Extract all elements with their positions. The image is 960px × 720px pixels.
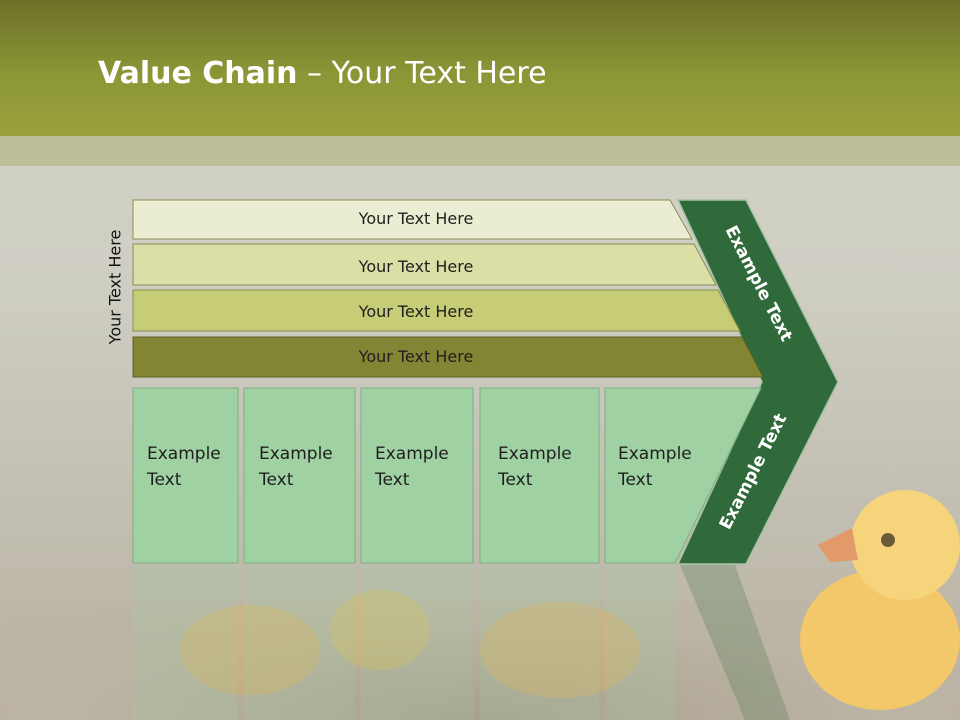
row-4-shape (132, 336, 764, 378)
column-2-line2: Text (258, 470, 294, 490)
title-rest: – Your Text Here (297, 56, 547, 91)
column-1-line2: Text (146, 470, 182, 490)
column-4-line2: Text (497, 470, 533, 490)
value-chevron (676, 199, 839, 565)
row-2-label: Your Text Here (358, 257, 474, 276)
duck-reflection (480, 602, 640, 698)
row-4-label: Your Text Here (358, 347, 474, 366)
duck-reflection (330, 590, 430, 670)
row-1-label: Your Text Here (358, 209, 474, 228)
column-5-shape (604, 387, 762, 564)
column-4-shape (479, 387, 600, 564)
column-4-line1: Example (498, 444, 572, 464)
column-3-line2: Text (374, 470, 410, 490)
duck-reflection (180, 605, 320, 695)
slide-title: Value Chain – Your Text Here (98, 54, 547, 94)
columns-reflection (133, 565, 790, 720)
row-3-label: Your Text Here (358, 302, 474, 321)
title-bold: Value Chain (98, 56, 298, 91)
column-3-shape (360, 387, 474, 564)
rubber-duck-image (800, 490, 960, 710)
background-ground (0, 600, 960, 720)
column-5-line2: Text (617, 470, 653, 490)
column-2-line1: Example (259, 444, 333, 464)
row-2-shape (132, 243, 717, 286)
column-1-shape (132, 387, 239, 564)
column-3-line1: Example (375, 444, 449, 464)
row-1-shape (132, 199, 693, 240)
column-1-line1: Example (147, 444, 221, 464)
header-bar (0, 0, 960, 136)
column-5-line1: Example (618, 444, 692, 464)
column-2-shape (243, 387, 356, 564)
row-3-shape (132, 289, 741, 332)
header-band (0, 136, 960, 166)
